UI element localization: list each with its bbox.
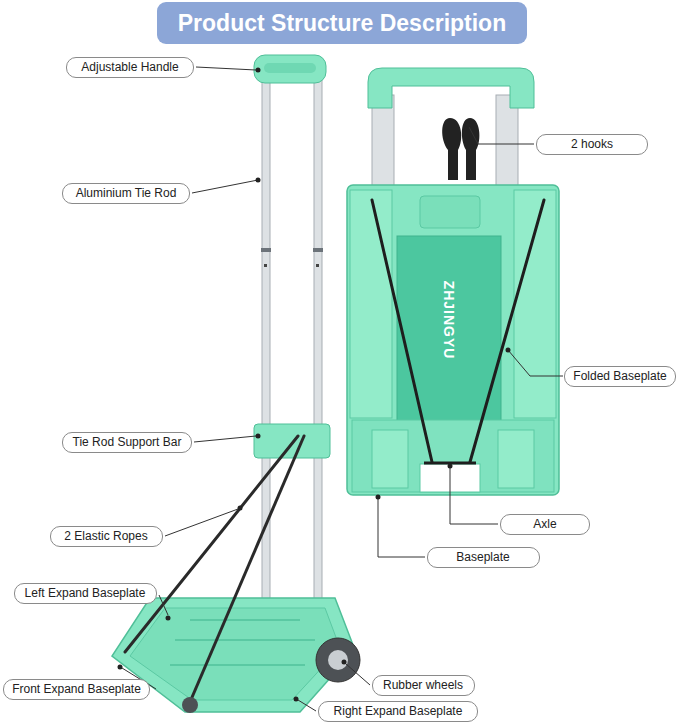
rubber-wheel <box>316 638 360 682</box>
elastic-rope <box>470 200 544 462</box>
tie-rod <box>314 78 322 608</box>
brand-text: ZHJINGYU <box>441 281 457 360</box>
leader-dot <box>294 697 299 702</box>
part-label: Folded Baseplate <box>573 369 666 383</box>
rod-joint <box>261 248 271 252</box>
folded-cart <box>347 68 559 495</box>
leader-dots <box>118 68 511 702</box>
folded-body <box>347 185 559 495</box>
support-bar <box>254 424 330 458</box>
title-text: Product Structure Description <box>178 10 506 37</box>
part-label-box: Baseplate <box>427 547 540 568</box>
wheel-hub <box>328 650 348 670</box>
leader-line <box>468 125 534 144</box>
part-label-box: Axle <box>500 514 590 535</box>
leader-dot <box>506 348 511 353</box>
hook <box>442 118 461 180</box>
part-label-box: Rubber wheels <box>372 675 475 696</box>
leader-dot <box>256 68 261 73</box>
part-label: 2 hooks <box>571 137 613 151</box>
leader-dot <box>256 178 261 183</box>
wheel-housing <box>498 430 534 488</box>
part-label-box: 2 hooks <box>536 134 648 155</box>
leader-dot <box>166 616 171 621</box>
side-panel <box>514 190 556 418</box>
leader-dot <box>238 506 243 511</box>
part-label-box: Aluminium Tie Rod <box>62 183 190 204</box>
baseplate-rib <box>170 664 305 666</box>
leader-line <box>508 350 563 376</box>
leader-line <box>194 436 256 442</box>
bottom-baseplate <box>352 420 554 492</box>
handle <box>368 68 534 108</box>
part-label-box: Left Expand Baseplate <box>14 583 157 604</box>
part-label: Left Expand Baseplate <box>25 586 146 600</box>
part-label-box: Front Expand Baseplate <box>3 679 150 700</box>
part-label: Axle <box>533 517 556 531</box>
leader-dot <box>376 495 381 500</box>
part-label: Adjustable Handle <box>81 60 178 74</box>
leader-dot <box>256 434 261 439</box>
leader-line <box>346 664 370 685</box>
leader-dot <box>118 665 123 670</box>
part-label: Right Expand Baseplate <box>334 704 463 718</box>
part-label: Front Expand Baseplate <box>12 682 141 696</box>
part-label: Tie Rod Support Bar <box>73 435 182 449</box>
baseplate-rib <box>175 639 315 641</box>
baseplate-rib <box>190 619 300 621</box>
part-label-box: Folded Baseplate <box>564 366 676 387</box>
rod-button <box>316 264 319 267</box>
part-label: Aluminium Tie Rod <box>76 186 177 200</box>
latch <box>420 196 480 228</box>
wheel-housing <box>372 430 408 488</box>
part-label-box: Right Expand Baseplate <box>318 701 478 722</box>
part-label: Rubber wheels <box>383 678 463 692</box>
unfolded-cart <box>112 55 360 713</box>
front-wheel <box>182 697 198 713</box>
handle <box>254 55 326 83</box>
elastic-rope <box>190 436 304 702</box>
handle-grip <box>264 63 316 73</box>
leader-line <box>192 180 258 193</box>
part-label: Baseplate <box>456 550 509 564</box>
elastic-rope <box>372 200 432 462</box>
leader-line <box>450 468 498 524</box>
leader-line <box>165 509 238 536</box>
leader-lines <box>122 67 563 711</box>
leader-dot <box>342 660 347 665</box>
leader-line <box>298 700 316 711</box>
part-label-box: Adjustable Handle <box>66 57 194 78</box>
hook <box>462 118 479 180</box>
leader-dot <box>448 464 453 469</box>
leader-dot <box>466 123 471 128</box>
rod-joint <box>313 248 323 252</box>
rod-button <box>264 264 267 267</box>
title-banner: Product Structure Description <box>157 2 527 44</box>
part-label: 2 Elastic Ropes <box>64 529 147 543</box>
leader-line <box>378 497 425 557</box>
part-label-box: 2 Elastic Ropes <box>50 526 163 547</box>
side-panel <box>350 190 392 418</box>
leader-line <box>159 595 168 615</box>
baseplate-panel <box>130 608 340 700</box>
part-label-box: Tie Rod Support Bar <box>62 432 192 453</box>
leader-line <box>196 67 256 70</box>
